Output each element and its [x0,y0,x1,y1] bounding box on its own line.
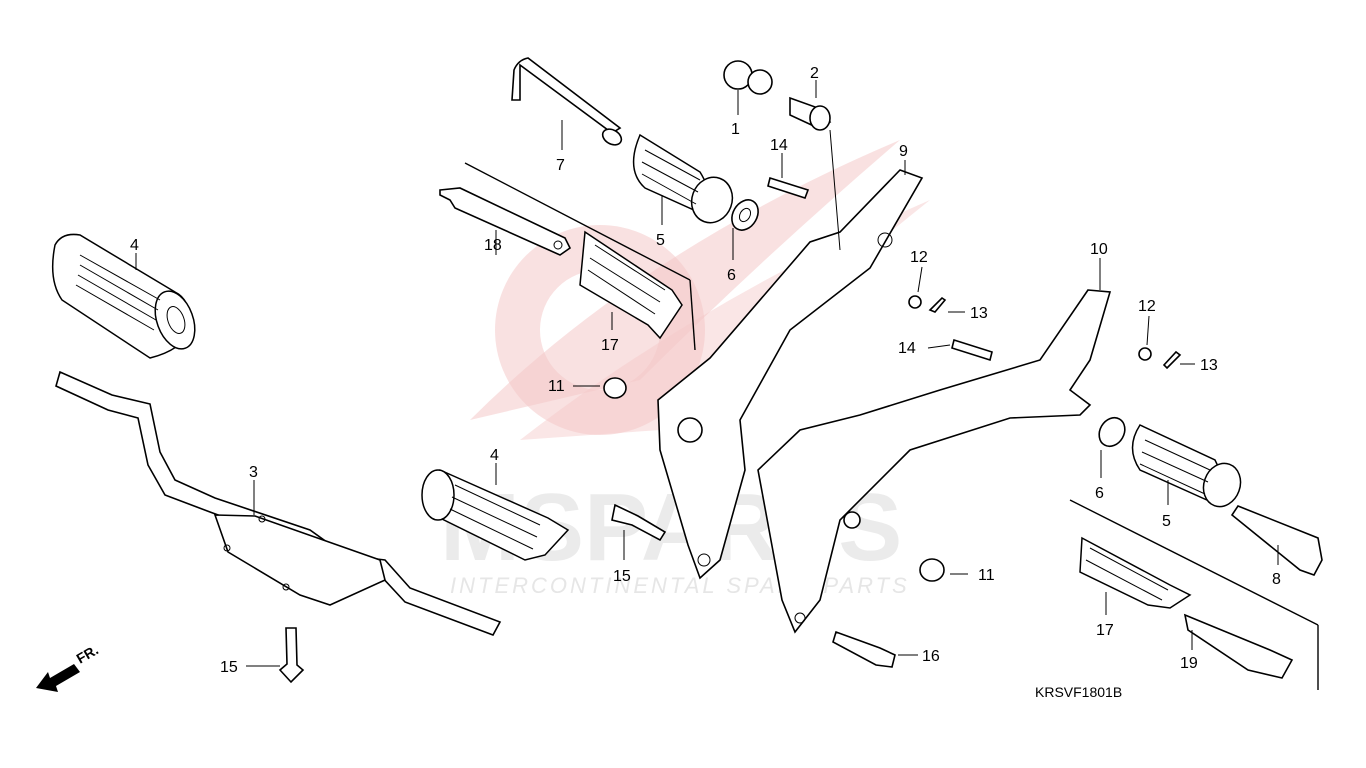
part-pin-lower [951,338,993,362]
callout-18: 18 [484,237,502,254]
callout-12-left: 12 [910,249,928,266]
part-bolt-lower [278,627,305,684]
callout-14-upper: 14 [770,137,788,154]
part-bracket-18 [439,187,572,256]
front-direction-label: FR. [74,641,102,666]
front-direction-indicator: FR. [36,641,101,692]
part-nut-lower [919,558,945,582]
callout-17-upper: 17 [601,337,619,354]
part-clip-13-left [928,296,947,313]
callout-16: 16 [922,648,940,665]
part-nut-upper [603,377,627,399]
part-bracket-9 [657,169,924,580]
callout-4-middle: 4 [490,447,499,464]
callout-7: 7 [556,157,565,174]
front-arrow-icon [36,664,80,692]
callouts: 1 2 3 4 4 5 5 6 6 7 8 9 10 11 11 12 12 1… [130,65,1281,676]
callout-6-upper: 6 [727,267,736,284]
part-footpeg-pin-right [1230,505,1323,576]
part-washer-12-right [1138,347,1152,361]
part-washer-lower [1098,416,1126,448]
part-footpeg-rubber-left [51,233,196,359]
callout-14-lower: 14 [898,340,916,357]
leader-lines [135,80,1279,667]
bracket-line-left-side [689,279,696,351]
part-washer-upper [731,199,759,231]
callout-10: 10 [1090,241,1108,258]
watermark-tagline: INTERCONTINENTAL SPARE PARTS [450,573,910,598]
part-bolt-upper [611,503,667,542]
part-bracket-19 [1183,613,1294,679]
callout-12-right: 12 [1138,298,1156,315]
part-clip-13-right [1162,350,1182,370]
diagram-code: KRSVF1801B [1035,684,1122,700]
callout-5-lower: 5 [1162,513,1171,530]
callout-13-right: 13 [1200,357,1218,374]
part-bolt-16 [832,630,896,668]
part-washer-12-left [908,295,922,309]
part-footpeg-pin-left [511,57,623,146]
part-bracket-10 [757,289,1112,634]
part-footpeg-rubber-upper [632,133,734,224]
part-footpeg-rubber-right [1131,424,1242,508]
callout-19: 19 [1180,655,1198,672]
bracket-line-right-top [1069,499,1319,626]
part-footpeg-cover-upper [579,230,683,340]
bracket-line-left-top [464,162,691,281]
callout-4-left: 4 [130,237,139,254]
part-footpeg-rubber-middle [421,469,570,561]
callout-11-lower: 11 [978,567,995,584]
callout-1: 1 [731,121,740,138]
callout-3: 3 [249,464,258,481]
part-footpeg-cover-lower [1079,536,1192,609]
callout-5-upper: 5 [656,232,665,249]
callout-8: 8 [1272,571,1281,588]
callout-15-lower: 15 [220,659,238,676]
callout-15-upper: 15 [613,568,631,585]
callout-11-upper: 11 [548,378,565,395]
part-pin-upper [767,176,810,199]
callout-17-lower: 17 [1096,622,1114,639]
callout-9: 9 [899,143,908,160]
callout-2: 2 [810,65,819,82]
callout-6-lower: 6 [1095,485,1104,502]
part-step-bar [55,370,502,636]
callout-13-left: 13 [970,305,988,322]
